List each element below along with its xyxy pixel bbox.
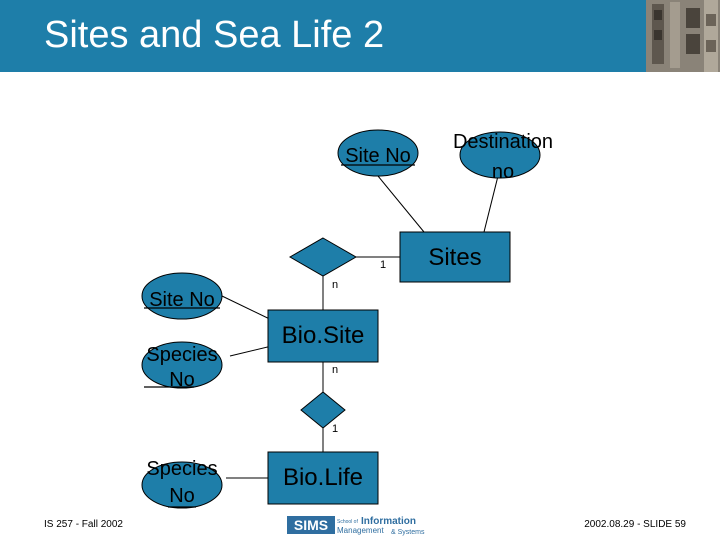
- svg-text:& Systems: & Systems: [391, 529, 425, 536]
- line-siteno-sites: [377, 175, 425, 233]
- svg-text:Information: Information: [361, 516, 416, 527]
- cardinality-biosite-bottom: n: [332, 364, 338, 376]
- label-destination-line1: Destination: [453, 131, 553, 153]
- cardinality-biosite-top: n: [332, 279, 338, 291]
- svg-text:SIMS: SIMS: [294, 517, 328, 533]
- cardinality-biolife: 1: [332, 423, 338, 435]
- attribute-species-no-1: [141, 341, 223, 389]
- attribute-destination-no: [459, 131, 541, 179]
- label-entity-biolife: Bio.Life: [283, 464, 363, 491]
- slide-title: Sites and Sea Life 2: [44, 14, 385, 56]
- footer-slide-number: 2002.08.29 - SLIDE 59: [584, 519, 686, 530]
- entity-sites: [399, 231, 511, 283]
- label-site-no-top: Site No: [345, 145, 411, 167]
- label-species-2-line2: No: [169, 485, 195, 507]
- label-destination-line2: no: [492, 161, 514, 183]
- entity-biolife: [267, 451, 379, 505]
- attribute-species-no-2: [141, 461, 223, 509]
- label-species-1-line2: No: [169, 369, 195, 391]
- label-entity-biosite: Bio.Site: [282, 322, 365, 349]
- label-species-2-line1: Species: [146, 458, 217, 480]
- entity-biosite: [267, 309, 379, 363]
- relationship-sites: [288, 237, 358, 277]
- svg-text:Management: Management: [337, 526, 384, 535]
- relationship-biosite-biolife: [300, 391, 346, 429]
- line-destination-sites: [483, 175, 499, 233]
- slide-header: [0, 0, 720, 72]
- label-entity-sites: Sites: [428, 244, 481, 271]
- sims-logo: SIMS School of Information Management & …: [287, 514, 435, 536]
- footer-course: IS 257 - Fall 2002: [44, 519, 123, 530]
- label-species-1-line1: Species: [146, 344, 217, 366]
- label-site-no-left: Site No: [149, 289, 215, 311]
- building-photo: [646, 0, 720, 72]
- cardinality-sites: 1: [380, 259, 386, 271]
- svg-text:School of: School of: [337, 519, 358, 525]
